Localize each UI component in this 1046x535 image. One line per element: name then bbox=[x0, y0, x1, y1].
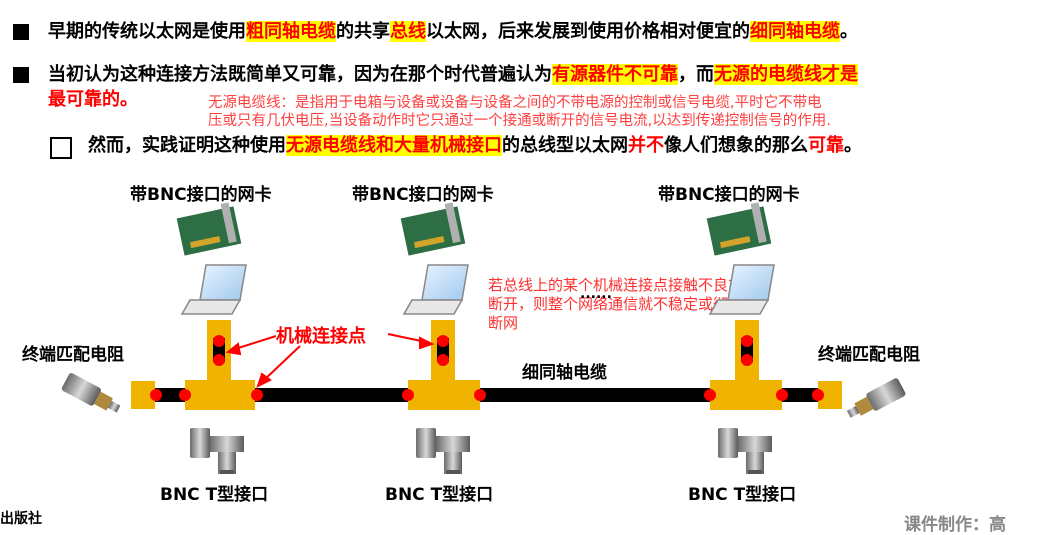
line-3-part-g: 。 bbox=[844, 135, 862, 156]
laptop-icon-2 bbox=[402, 264, 469, 315]
bnc-t-connector-icon-2 bbox=[416, 428, 470, 474]
mechanical-point-arrows bbox=[225, 333, 435, 388]
terminator-icon-left bbox=[61, 373, 121, 413]
line-3-highlight-mech: 无源电缆线和大量机械接口 bbox=[286, 135, 502, 156]
line-1-part: 以太网，后来发展到使用价格相对便宜的 bbox=[426, 21, 750, 42]
line-2-part-a: 当初认为这种连接方法既简单又可靠，因为在那个时代普遍认为 bbox=[48, 64, 552, 85]
line-2-continuation: 最可靠的。 bbox=[48, 89, 138, 111]
connection-point bbox=[474, 389, 486, 401]
thin-coax-label: 细同轴电缆 bbox=[522, 363, 607, 383]
note-line-1: 无源电缆线：是指用于电箱与设备或设备与设备之间的不带电源的控制或信号电缆,平时它… bbox=[208, 95, 822, 111]
nic-card-icon-1 bbox=[176, 202, 242, 256]
laptop-icon-1 bbox=[180, 264, 247, 315]
line-1-part: 。 bbox=[840, 21, 858, 42]
fault-note: 若总线上的某个机械连接点接触不良或 断开，则整个网络通信就不稳定或彻底 断网 bbox=[488, 276, 743, 333]
terminator-label-left: 终端匹配电阻 bbox=[22, 345, 124, 365]
bullet-hollow-3 bbox=[50, 137, 72, 159]
connection-point bbox=[150, 389, 162, 401]
terminator-label-right: 终端匹配电阻 bbox=[818, 345, 920, 365]
connection-point bbox=[251, 389, 263, 401]
ellipsis: ...... bbox=[580, 286, 612, 302]
terminator-icon-right bbox=[846, 378, 906, 418]
bullet-square-1 bbox=[13, 24, 29, 40]
line-3-reliable: 可靠 bbox=[808, 135, 844, 156]
note-line-2: 压或只有几伏电压,当设备动作时它只通过一个接通或断开的信号电流,以达到传递控制信… bbox=[208, 113, 831, 129]
line-2-text: 当初认为这种连接方法既简单又可靠，因为在那个时代普遍认为有源器件不可靠，而无源的… bbox=[48, 64, 858, 86]
connection-point bbox=[776, 389, 788, 401]
connection-point bbox=[741, 335, 753, 347]
bnc-t-label-2: BNC T型接口 bbox=[385, 485, 494, 505]
connection-point bbox=[437, 335, 449, 347]
nic-card-icon-2 bbox=[400, 202, 466, 256]
bus-backbone bbox=[131, 320, 842, 410]
connection-point bbox=[402, 389, 414, 401]
bnc-t-label-3: BNC T型接口 bbox=[688, 485, 797, 505]
connection-points bbox=[150, 335, 824, 401]
line-1-highlight: 粗同轴电缆 bbox=[246, 21, 336, 42]
line-2-part-c: ，而 bbox=[678, 64, 714, 85]
nic-card-icon-3 bbox=[706, 202, 772, 256]
line-1-part: 的共享 bbox=[336, 21, 390, 42]
nic-label-3: 带BNC接口的网卡 bbox=[658, 185, 800, 205]
bullet-square-2 bbox=[13, 67, 29, 83]
fault-note-line-3: 断网 bbox=[488, 314, 519, 332]
connection-point bbox=[437, 354, 449, 366]
line-3-part-a: 然而，实践证明这种使用 bbox=[88, 135, 286, 156]
line-3-part-e: 像人们想象的那么 bbox=[664, 135, 808, 156]
line-1-highlight: 细同轴电缆 bbox=[750, 21, 840, 42]
line-1-text: 早期的传统以太网是使用粗同轴电缆的共享总线以太网，后来发展到使用价格相对便宜的细… bbox=[48, 21, 858, 43]
laptop-icon-3 bbox=[708, 264, 775, 315]
connection-point bbox=[213, 354, 225, 366]
bnc-t-label-1: BNC T型接口 bbox=[160, 485, 269, 505]
fault-note-line-1: 若总线上的某个机械连接点接触不良或 bbox=[488, 276, 744, 294]
connection-point bbox=[179, 389, 191, 401]
line-2-highlight-passive: 无源的电缆线才是 bbox=[714, 64, 858, 85]
connection-point bbox=[213, 335, 225, 347]
connection-point bbox=[741, 354, 753, 366]
nic-label-2: 带BNC接口的网卡 bbox=[352, 185, 494, 205]
nic-label-1: 带BNC接口的网卡 bbox=[130, 185, 272, 205]
line-2-part-e: 最可靠的 bbox=[48, 89, 120, 110]
line-2-part-f: 。 bbox=[120, 89, 138, 110]
line-3-text: 然而，实践证明这种使用无源电缆线和大量机械接口的总线型以太网并不像人们想象的那么… bbox=[88, 135, 862, 157]
bnc-t-connector-icon-3 bbox=[718, 428, 772, 474]
fault-note-line-2: 断开，则整个网络通信就不稳定或彻底 bbox=[488, 295, 744, 313]
network-diagram bbox=[61, 202, 906, 474]
passive-cable-note: 无源电缆线：是指用于电箱与设备或设备与设备之间的不带电源的控制或信号电缆,平时它… bbox=[208, 94, 831, 130]
bnc-t-connector-icon-1 bbox=[190, 428, 244, 474]
line-2-highlight-active: 有源器件不可靠 bbox=[552, 64, 678, 85]
connection-point bbox=[704, 389, 716, 401]
mechanical-point-label: 机械连接点 bbox=[276, 326, 366, 347]
line-1-part: 早期的传统以太网是使用 bbox=[48, 21, 246, 42]
line-1-highlight: 总线 bbox=[390, 21, 426, 42]
connection-point bbox=[812, 389, 824, 401]
line-3-not: 并不 bbox=[628, 135, 664, 156]
line-3-part-c: 的总线型以太网 bbox=[502, 135, 628, 156]
